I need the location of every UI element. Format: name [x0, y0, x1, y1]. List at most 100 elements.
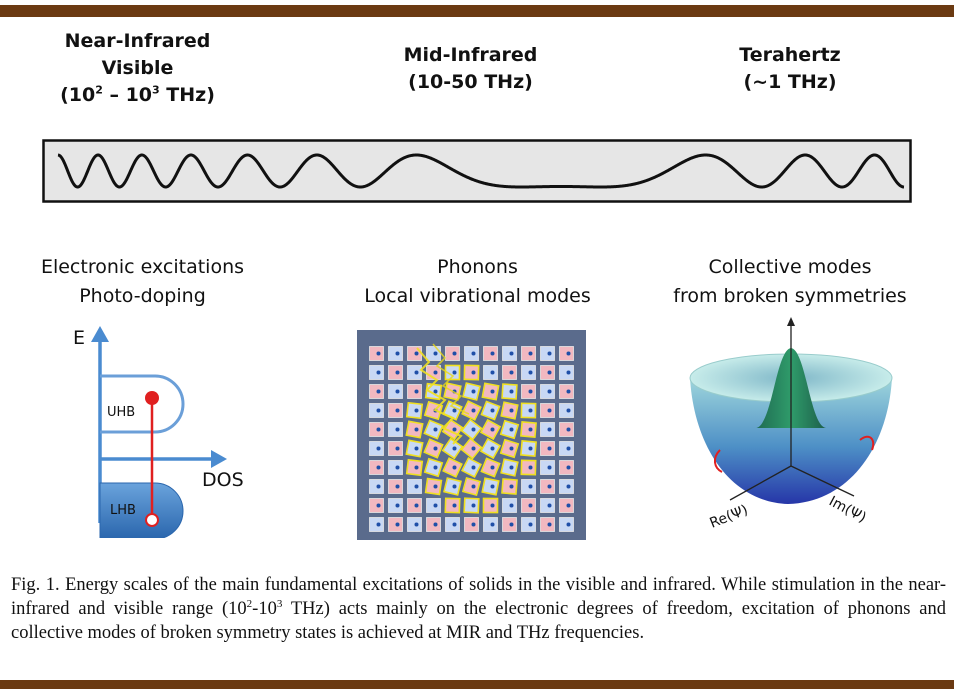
lattice-atom — [509, 427, 514, 432]
hole-marker — [145, 513, 159, 527]
lattice-atom — [528, 484, 533, 489]
lattice-atom — [452, 427, 457, 432]
lattice-atom — [471, 370, 476, 375]
lattice-atom — [433, 484, 438, 489]
lattice-atom — [528, 427, 533, 432]
lattice-atom — [452, 484, 457, 489]
lattice-atom — [509, 351, 514, 356]
lattice-atom — [528, 446, 533, 451]
lattice-atom — [547, 427, 552, 432]
lattice-atom — [490, 484, 495, 489]
lattice-atom — [376, 351, 381, 356]
lattice-atom — [376, 389, 381, 394]
category-electronic-title: Electronic excitations — [40, 256, 245, 278]
lattice-atom — [395, 446, 400, 451]
lattice-atom — [528, 465, 533, 470]
im-psi-label: Im(Ψ) — [826, 493, 869, 526]
category-collective-subtitle: from broken symmetries — [673, 285, 907, 307]
lattice-atom — [547, 484, 552, 489]
figure-caption: Fig. 1. Energy scales of the main fundam… — [11, 575, 946, 643]
lattice-atom — [566, 522, 571, 527]
lattice-atom — [376, 408, 381, 413]
lattice-atom — [395, 427, 400, 432]
lattice-atom — [395, 503, 400, 508]
lattice-atom — [566, 503, 571, 508]
band-range-terahertz: (~1 THz) — [743, 71, 837, 93]
band-diagram: E UHB DOS LHB — [73, 326, 244, 538]
lattice-atom — [433, 465, 438, 470]
lattice-atom — [414, 389, 419, 394]
lattice-atom — [414, 408, 419, 413]
lattice-atom — [376, 370, 381, 375]
lattice-atom — [528, 370, 533, 375]
lattice-atom — [490, 389, 495, 394]
lattice-atom — [566, 351, 571, 356]
phonon-lattice-image — [357, 330, 586, 540]
lattice-atom — [414, 484, 419, 489]
lattice-atom — [490, 446, 495, 451]
lattice-atom — [509, 446, 514, 451]
lattice-atom — [471, 389, 476, 394]
lattice-atom — [471, 408, 476, 413]
re-psi-label: Re(Ψ) — [708, 502, 751, 532]
lattice-atom — [471, 427, 476, 432]
dos-arrowhead-icon — [211, 450, 227, 468]
lattice-atom — [376, 503, 381, 508]
potential-axis-arrowhead-icon — [787, 317, 795, 326]
lattice-atom — [414, 503, 419, 508]
lhb-label: LHB — [110, 503, 136, 518]
lattice-atom — [490, 408, 495, 413]
lattice-atom — [414, 351, 419, 356]
re-axis — [729, 465, 792, 501]
lattice-atom — [490, 370, 495, 375]
lattice-atom — [452, 503, 457, 508]
lattice-atom — [433, 351, 438, 356]
excited-electron — [145, 391, 159, 405]
energy-arrowhead-icon — [91, 326, 109, 342]
lattice-atom — [547, 351, 552, 356]
lattice-atom — [471, 446, 476, 451]
lattice-atom — [414, 427, 419, 432]
lattice-atom — [395, 465, 400, 470]
wave-frame — [42, 139, 912, 203]
lattice-atom — [452, 408, 457, 413]
chirped-wave-panel — [42, 139, 912, 203]
lattice-atom — [376, 446, 381, 451]
lattice-atom — [414, 522, 419, 527]
category-collective-title: Collective modes — [708, 256, 872, 278]
lattice-atom — [471, 465, 476, 470]
lattice-atom — [547, 446, 552, 451]
mexican-hat-potential: Re(Ψ) Im(Ψ) — [689, 317, 893, 532]
category-collective: Collective modes from broken symmetries — [655, 253, 925, 311]
lattice-atom — [376, 484, 381, 489]
lattice-atom — [452, 351, 457, 356]
lattice-atom — [471, 503, 476, 508]
lattice-atom — [547, 465, 552, 470]
lattice-atom — [566, 465, 571, 470]
bottom-rule — [0, 680, 954, 689]
lattice-atom — [414, 370, 419, 375]
lattice-atom — [528, 522, 533, 527]
lattice-atom — [528, 408, 533, 413]
lattice-atom — [490, 503, 495, 508]
category-electronic: Electronic excitations Photo-doping — [15, 253, 270, 311]
lattice-atom — [414, 465, 419, 470]
lattice-atom — [433, 427, 438, 432]
lattice-atom — [433, 389, 438, 394]
lattice-atom — [547, 522, 552, 527]
lattice-atom — [376, 465, 381, 470]
lattice-atom — [452, 522, 457, 527]
lattice-atom — [452, 370, 457, 375]
lattice-atom — [395, 522, 400, 527]
lattice-atom — [566, 446, 571, 451]
lattice-atom — [433, 503, 438, 508]
band-range-mid-infrared: (10-50 THz) — [408, 71, 533, 93]
lattice-atom — [509, 408, 514, 413]
category-electronic-subtitle: Photo-doping — [79, 285, 206, 307]
uhb-label: UHB — [107, 405, 135, 420]
category-phonons-title: Phonons — [437, 256, 518, 278]
category-phonons-subtitle: Local vibrational modes — [364, 285, 591, 307]
lattice-atom — [471, 522, 476, 527]
chirped-wave — [57, 153, 905, 189]
lattice-cells — [369, 346, 574, 532]
